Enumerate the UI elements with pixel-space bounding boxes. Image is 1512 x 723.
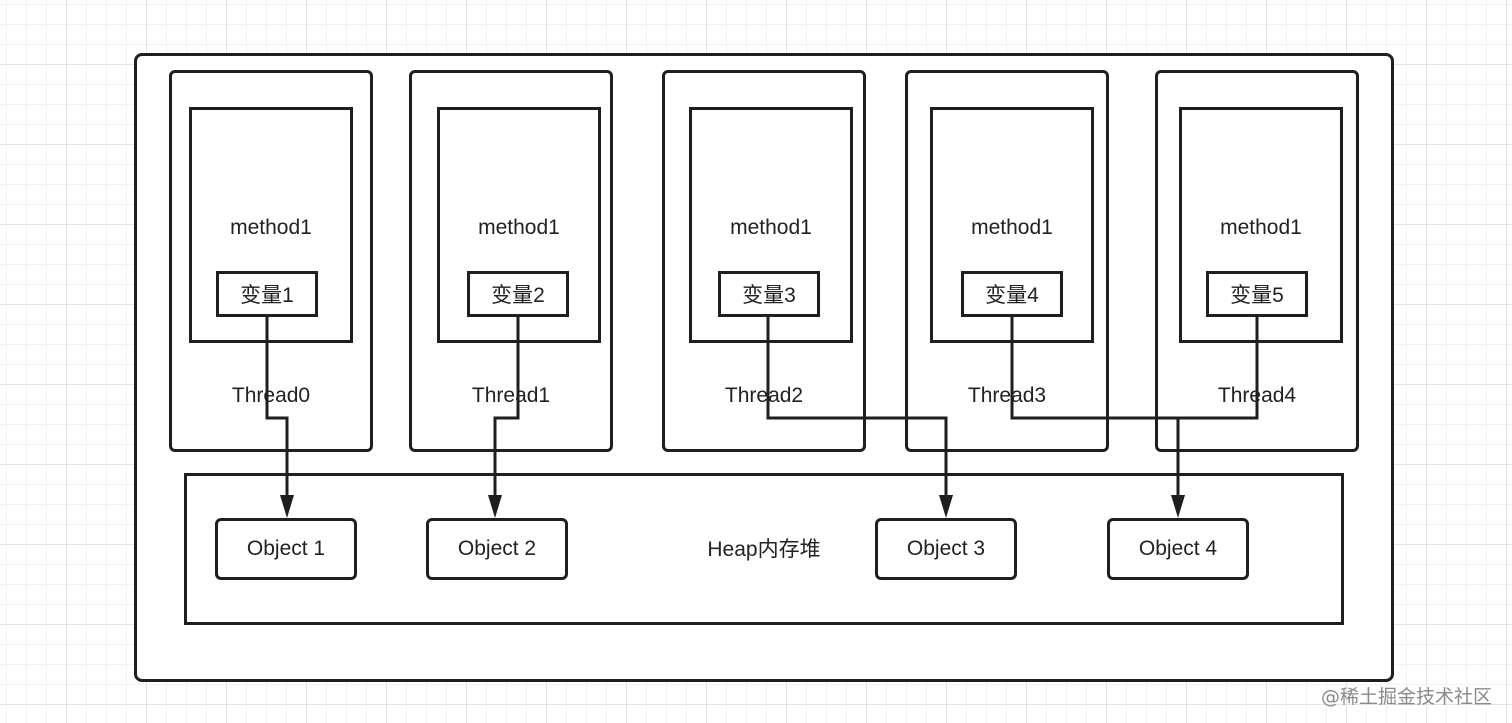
thread-label-3: Thread3 — [967, 384, 1047, 407]
heap-object-4: Object 4 — [1107, 518, 1249, 580]
heap-object-2: Object 2 — [426, 518, 568, 580]
heap-object-3: Object 3 — [875, 518, 1017, 580]
method-label-4: method1 — [1220, 216, 1302, 239]
variable-box-4: 变量5 — [1206, 271, 1308, 317]
watermark: @稀土掘金技术社区 — [1320, 686, 1492, 708]
variable-box-0: 变量1 — [216, 271, 318, 317]
thread-label-0: Thread0 — [231, 384, 311, 407]
method-frame-2 — [689, 107, 853, 343]
variable-box-1: 变量2 — [467, 271, 569, 317]
thread-label-1: Thread1 — [471, 384, 551, 407]
heap-object-1: Object 1 — [215, 518, 357, 580]
thread-label-4: Thread4 — [1217, 384, 1297, 407]
variable-box-3: 变量4 — [961, 271, 1063, 317]
thread-label-2: Thread2 — [724, 384, 804, 407]
method-label-2: method1 — [730, 216, 812, 239]
heap-label: Heap内存堆 — [707, 538, 821, 561]
method-label-3: method1 — [971, 216, 1053, 239]
method-label-0: method1 — [230, 216, 312, 239]
method-label-1: method1 — [478, 216, 560, 239]
variable-box-2: 变量3 — [718, 271, 820, 317]
